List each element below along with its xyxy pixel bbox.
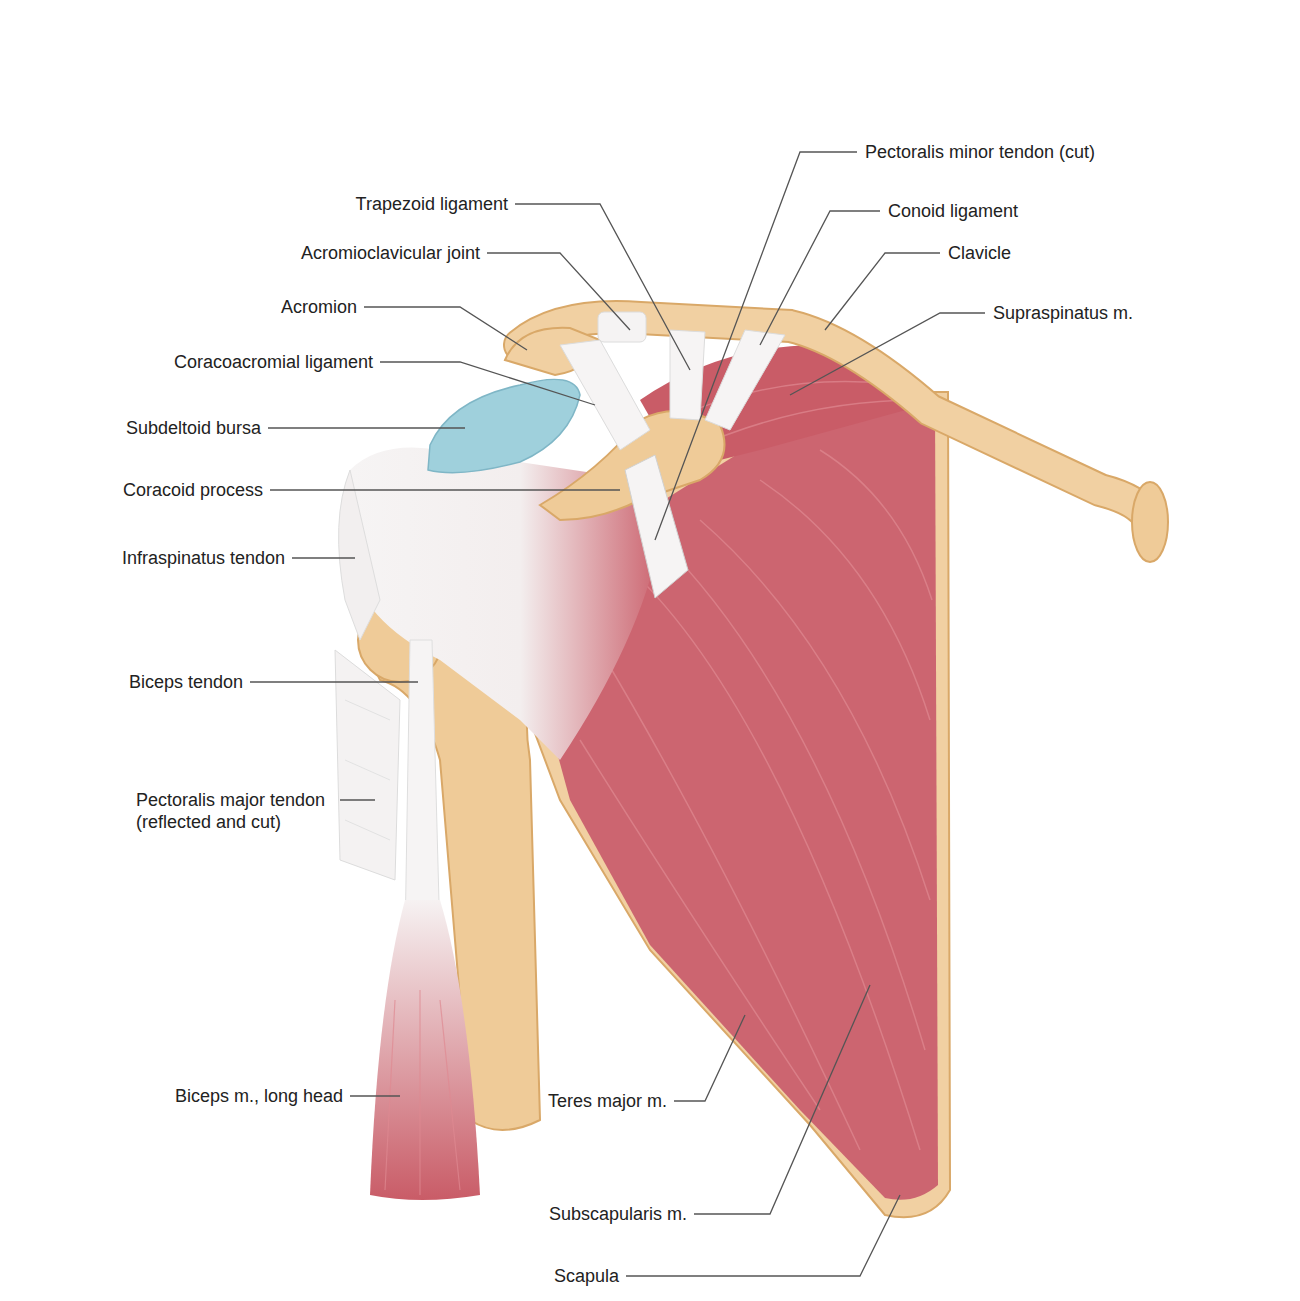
part-label: Teres major m. [548, 1090, 667, 1112]
part-label: Infraspinatus tendon [122, 547, 285, 569]
part-label: Biceps m., long head [175, 1085, 343, 1107]
part-label: Supraspinatus m. [993, 302, 1133, 324]
part-label: Biceps tendon [129, 671, 243, 693]
part-label: Acromion [281, 296, 357, 318]
part-label: Pectoralis major tendon (reflected and c… [136, 789, 336, 833]
part-label: Scapula [554, 1265, 619, 1287]
part-label: Pectoralis minor tendon (cut) [865, 141, 1095, 163]
part-label: Conoid ligament [888, 200, 1018, 222]
part-label: Subdeltoid bursa [126, 417, 261, 439]
part-label: Coracoid process [123, 479, 263, 501]
part-label: Trapezoid ligament [356, 193, 508, 215]
part-label: Acromioclavicular joint [301, 242, 480, 264]
part-label: Clavicle [948, 242, 1011, 264]
part-label: Coracoacromial ligament [174, 351, 373, 373]
part-label: Subscapularis m. [549, 1203, 687, 1225]
